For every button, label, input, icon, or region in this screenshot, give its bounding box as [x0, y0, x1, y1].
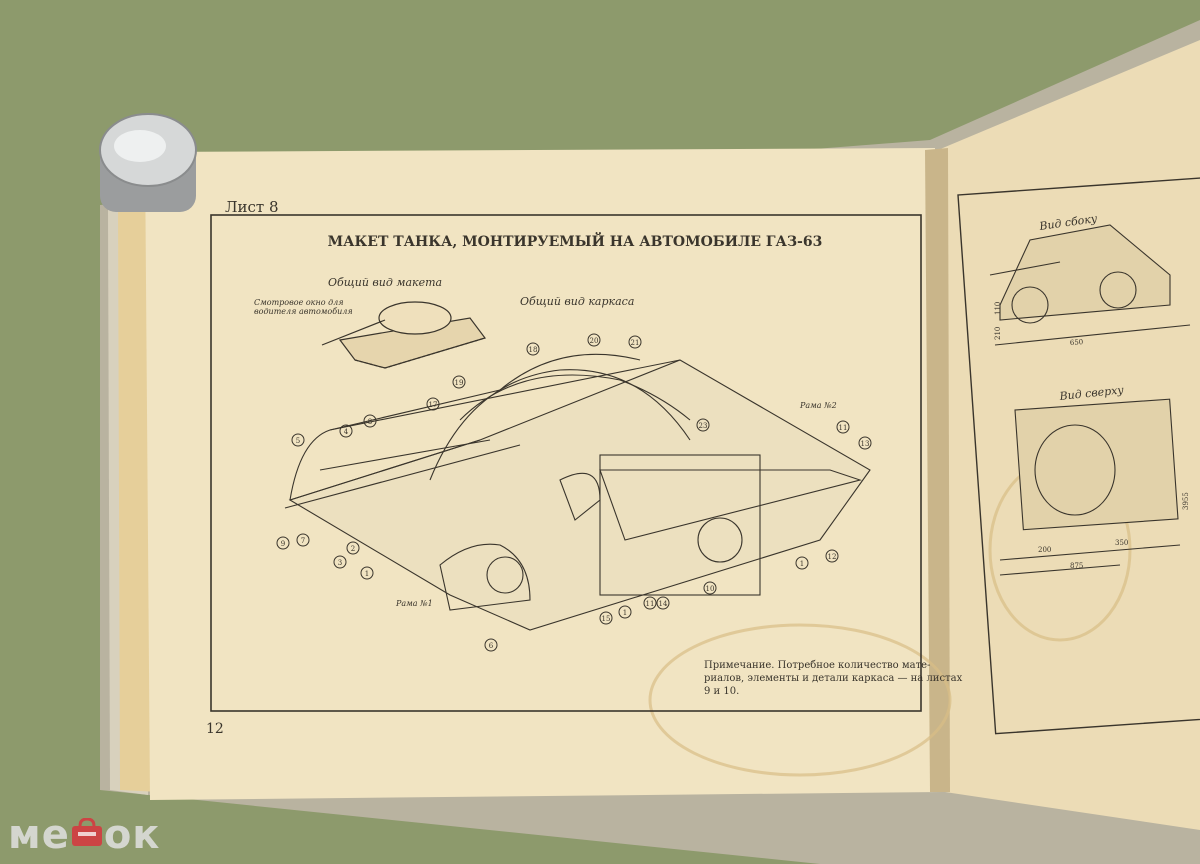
callout-marker: 12: [825, 549, 839, 563]
callout-marker: 13: [858, 436, 872, 450]
svg-text:19: 19: [455, 379, 464, 387]
callout-marker: 7: [296, 533, 310, 547]
callout-marker: 11: [836, 420, 850, 434]
callout-marker: 14: [656, 596, 670, 610]
callout-marker: 2: [346, 541, 360, 555]
callout-marker: 8: [363, 414, 377, 428]
callout-marker: 21: [628, 335, 642, 349]
dim-label: 350: [1115, 539, 1128, 547]
callout-marker: 19: [452, 375, 466, 389]
dim-label: 875: [1070, 562, 1083, 570]
svg-text:11: 11: [839, 424, 848, 432]
callout-marker: 6: [484, 638, 498, 652]
svg-text:9: 9: [281, 540, 285, 548]
svg-text:1: 1: [365, 570, 369, 578]
note-line: 9 и 10.: [704, 686, 739, 697]
svg-text:14: 14: [659, 600, 668, 608]
svg-text:11: 11: [646, 600, 655, 608]
model-subheading: Общий вид макета: [328, 276, 442, 289]
callout-marker: 3: [333, 555, 347, 569]
callout-marker: 1: [360, 566, 374, 580]
frame1-label: Рама №1: [395, 599, 433, 608]
svg-text:1: 1: [623, 609, 627, 617]
top-view-drawing: [999, 398, 1181, 576]
svg-text:6: 6: [489, 642, 494, 650]
right-frame: [957, 176, 1200, 735]
gutter-shadow: [925, 148, 950, 792]
dim-label: 650: [1070, 338, 1084, 347]
drawing-title: МАКЕТ ТАНКА, МОНТИРУЕМЫЙ НА АВТОМОБИЛЕ Г…: [328, 231, 823, 250]
callout-marker: 9: [276, 536, 290, 550]
frame-drawing: [284, 353, 871, 631]
side-view-drawing: [989, 224, 1191, 346]
tank-sketch: [321, 301, 486, 369]
dim-label: 3955: [1182, 492, 1190, 510]
svg-text:13: 13: [861, 440, 870, 448]
svg-text:20: 20: [590, 337, 599, 345]
dim-label: 110: [994, 302, 1002, 315]
callout-marker: 1: [618, 605, 632, 619]
svg-text:18: 18: [529, 346, 538, 354]
svg-text:1: 1: [800, 560, 804, 568]
frame2-label: Рама №2: [799, 401, 837, 410]
callout-marker: 5: [291, 433, 305, 447]
svg-text:2: 2: [351, 545, 355, 553]
svg-text:23: 23: [699, 422, 708, 430]
svg-text:7: 7: [301, 537, 305, 545]
note-line: Примечание. Потребное количество мате-: [704, 660, 930, 671]
callout-marker: 4: [339, 424, 353, 438]
window-note: Смотровое окно для: [254, 298, 344, 307]
dim-label: 200: [1038, 546, 1051, 554]
note-line: риалов, элементы и детали каркаса — на л…: [704, 673, 963, 684]
callout-marker: 10: [703, 581, 717, 595]
callouts: 18 20 21 19 17 23 8 4 5 3 2 1 9 7 6 15 1…: [276, 333, 872, 652]
watermark-text: ме: [8, 812, 70, 858]
svg-text:15: 15: [602, 615, 611, 623]
shopping-bag-icon: [71, 818, 102, 846]
dim-label: 210: [994, 327, 1002, 340]
metal-weight: [99, 113, 197, 212]
svg-text:21: 21: [631, 339, 640, 347]
water-stain: [648, 623, 952, 777]
svg-text:5: 5: [296, 437, 300, 445]
callout-marker: 11: [643, 596, 657, 610]
frame-subheading: Общий вид каркаса: [520, 295, 634, 308]
svg-text:8: 8: [368, 418, 372, 426]
callout-marker: 17: [426, 397, 440, 411]
svg-text:4: 4: [344, 428, 349, 436]
callout-marker: 18: [526, 342, 540, 356]
sheet-label: Лист 8: [225, 198, 279, 216]
callout-marker: 20: [587, 333, 601, 347]
callout-marker: 23: [696, 418, 710, 432]
svg-text:3: 3: [338, 559, 342, 567]
svg-text:10: 10: [706, 585, 715, 593]
callout-marker: 1: [795, 556, 809, 570]
svg-text:17: 17: [429, 401, 438, 409]
watermark-text: ок: [103, 812, 161, 858]
drawing-frame: [210, 214, 922, 712]
callout-marker: 15: [599, 611, 613, 625]
svg-text:12: 12: [828, 553, 837, 561]
window-note: водителя автомобиля: [254, 307, 353, 316]
page-number: 12: [206, 721, 224, 737]
